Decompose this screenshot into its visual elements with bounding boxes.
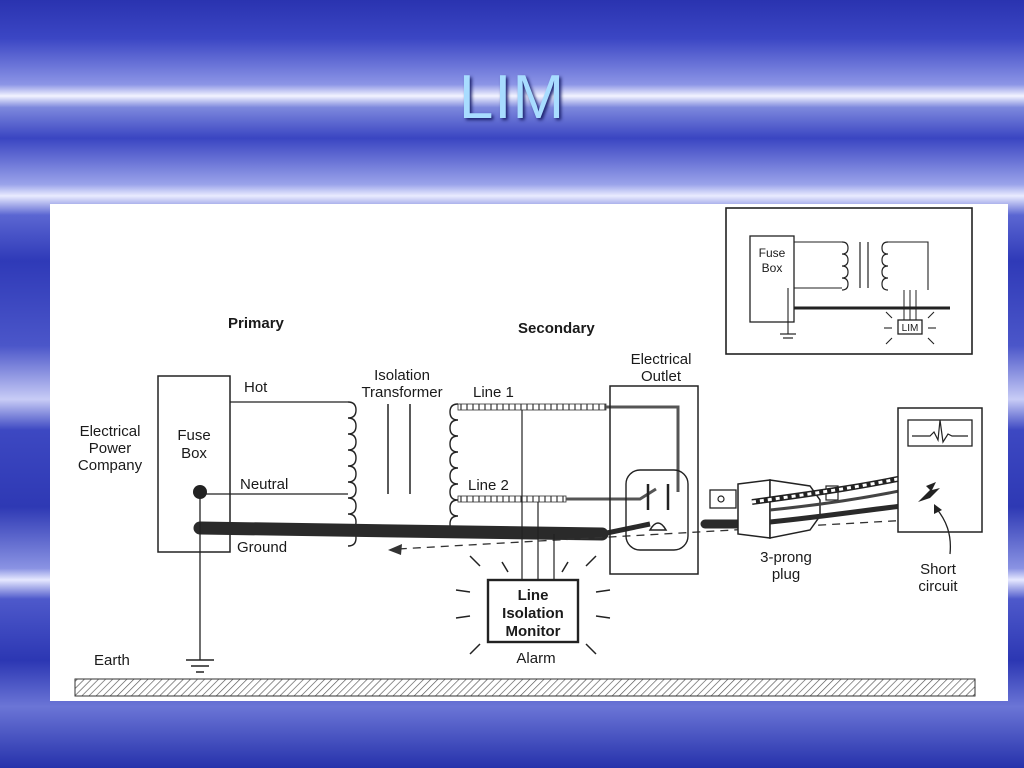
hot-label: Hot	[244, 379, 268, 396]
power-company-label-1: Electrical	[80, 423, 141, 440]
electrical-outlet	[609, 385, 699, 575]
fuse-box-label-2: Box	[181, 445, 207, 462]
fuse-box	[157, 375, 231, 553]
inset-fuse-box	[749, 235, 795, 323]
slide-title: LIM	[458, 63, 566, 132]
secondary-label: Secondary	[518, 320, 595, 337]
primary-coil	[347, 401, 357, 547]
transformer-label-1: Isolation	[374, 367, 430, 384]
line1-wire	[457, 403, 607, 411]
plug-body	[737, 479, 771, 539]
inset-fuse-box-label-2: Box	[762, 261, 783, 275]
plug-label-2: plug	[772, 566, 800, 583]
line1-label: Line 1	[473, 384, 514, 401]
lim-diagram-panel: Earth Fuse Box Electrical Power Company …	[50, 204, 1008, 701]
outlet-label-2: Outlet	[641, 368, 682, 385]
inset-fuse-box-label-1: Fuse	[759, 246, 786, 260]
line1-to-outlet	[606, 405, 680, 492]
alarm-rays	[455, 555, 611, 655]
ground-bus	[193, 521, 609, 541]
lim-wiring-diagram: Earth Fuse Box Electrical Power Company …	[74, 207, 983, 697]
short-circuit-label-2: circuit	[918, 578, 958, 595]
plug-label-1: 3-prong	[760, 549, 812, 566]
inset-lim-box	[897, 319, 923, 335]
outlet-receptacle	[625, 469, 689, 551]
device-waveform	[912, 419, 968, 444]
ground-label: Ground	[237, 539, 287, 556]
fault-current-path	[397, 519, 911, 550]
earth-strip	[74, 678, 976, 697]
alarm-label: Alarm	[516, 650, 555, 667]
power-company-label-3: Company	[78, 457, 143, 474]
secondary-coil	[449, 403, 459, 533]
line2-label: Line 2	[468, 477, 509, 494]
primary-label: Primary	[228, 315, 285, 332]
monitor-label-2: Isolation	[502, 605, 564, 622]
inset-lim-label: LIM	[902, 323, 919, 334]
line2-wire	[457, 495, 567, 503]
line2-to-outlet	[566, 487, 657, 501]
outlet-ground-hole	[648, 522, 668, 531]
monitor-label-1: Line	[518, 587, 549, 604]
plug-prong	[709, 489, 737, 509]
fuse-box-label-1: Fuse	[177, 427, 210, 444]
earth-label: Earth	[94, 652, 130, 669]
line-isolation-monitor	[486, 578, 580, 644]
fault-current-arrowhead	[388, 544, 402, 555]
outlet-label-1: Electrical	[631, 351, 692, 368]
inset-diagram: Fuse Box LIM	[725, 207, 973, 355]
transformer-label-2: Transformer	[361, 384, 442, 401]
monitor-label-3: Monitor	[506, 623, 561, 640]
neutral-label: Neutral	[240, 476, 288, 493]
power-company-label-2: Power	[89, 440, 132, 457]
short-circuit-label-1: Short	[920, 561, 957, 578]
short-circuit-spark	[918, 482, 940, 502]
